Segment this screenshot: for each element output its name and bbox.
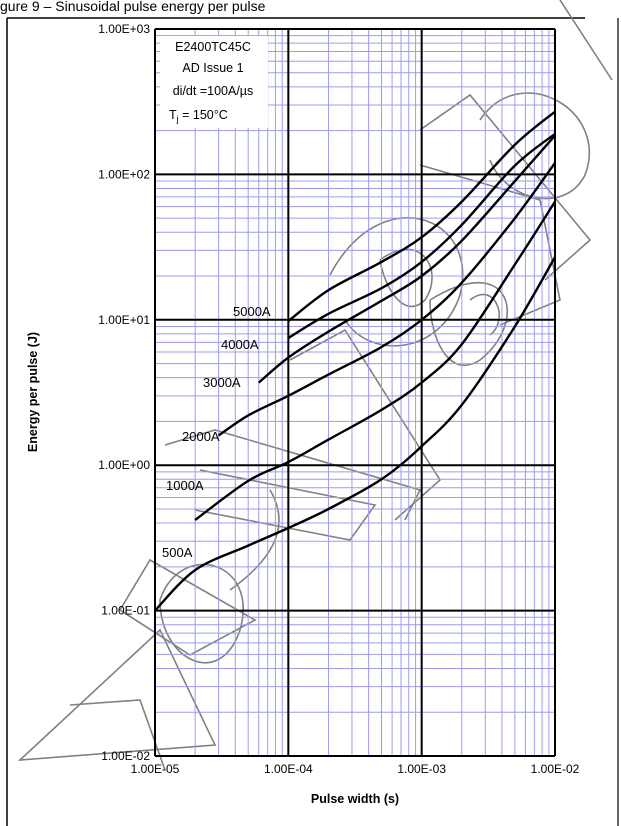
series-line-3000A [258, 134, 556, 384]
annotation-line-4: Tj = 150°C [169, 108, 228, 124]
series-line-500A [154, 256, 557, 612]
annotation-line-3: di/dt =100A/µs [173, 84, 254, 98]
y-tick-labels: 1.00E-02 1.00E-01 1.00E+00 1.00E+01 1.00E+02… [98, 22, 150, 763]
y-tick-label: 1.00E+03 [98, 22, 150, 36]
series-labels: 5000A 4000A 3000A 2000A 1000A 500A [162, 304, 271, 560]
series-label-5000A: 5000A [233, 304, 271, 319]
annotation-box: E2400TC45C AD Issue 1 di/dt =100A/µs Tj … [160, 36, 268, 128]
plot-area [155, 29, 555, 756]
y-tick-label: 1.00E+01 [98, 313, 150, 327]
x-tick-label: 1.00E-05 [131, 762, 180, 776]
series-line-4000A [287, 132, 556, 340]
series-label-1000A: 1000A [166, 478, 204, 493]
y-tick-label: 1.00E+02 [98, 167, 150, 181]
annotation-subscript: j [176, 114, 179, 124]
annotation-line-1: E2400TC45C [175, 40, 251, 54]
annotation-background [160, 36, 268, 128]
y-tick-label: 1.00E+00 [98, 458, 150, 472]
y-tick-label: 1.00E-02 [101, 749, 150, 763]
figure-caption: gure 9 – Sinusoidal pulse energy per pul… [0, 0, 266, 14]
major-grid [154, 28, 556, 757]
series-line-2000A [217, 162, 556, 437]
series-line-5000A [287, 110, 556, 323]
annotation-t: T [169, 108, 177, 122]
x-axis-title: Pulse width (s) [311, 792, 399, 806]
x-tick-label: 1.00E-02 [531, 762, 580, 776]
x-tick-label: 1.00E-04 [264, 762, 313, 776]
annotation-line-2: AD Issue 1 [182, 61, 243, 75]
annotation-temperature: = 150°C [179, 108, 228, 122]
minor-grid [155, 29, 555, 756]
series-label-2000A: 2000A [182, 429, 220, 444]
series-label-4000A: 4000A [221, 337, 259, 352]
y-axis-title: Energy per pulse (J) [26, 332, 40, 452]
series-label-3000A: 3000A [203, 375, 241, 390]
series-layer [154, 110, 557, 612]
series-line-1000A [194, 200, 557, 521]
x-tick-labels: 1.00E-05 1.00E-04 1.00E-03 1.00E-02 [131, 762, 580, 776]
series-label-500A: 500A [162, 545, 193, 560]
y-tick-label: 1.00E-01 [101, 604, 150, 618]
x-tick-label: 1.00E-03 [397, 762, 446, 776]
